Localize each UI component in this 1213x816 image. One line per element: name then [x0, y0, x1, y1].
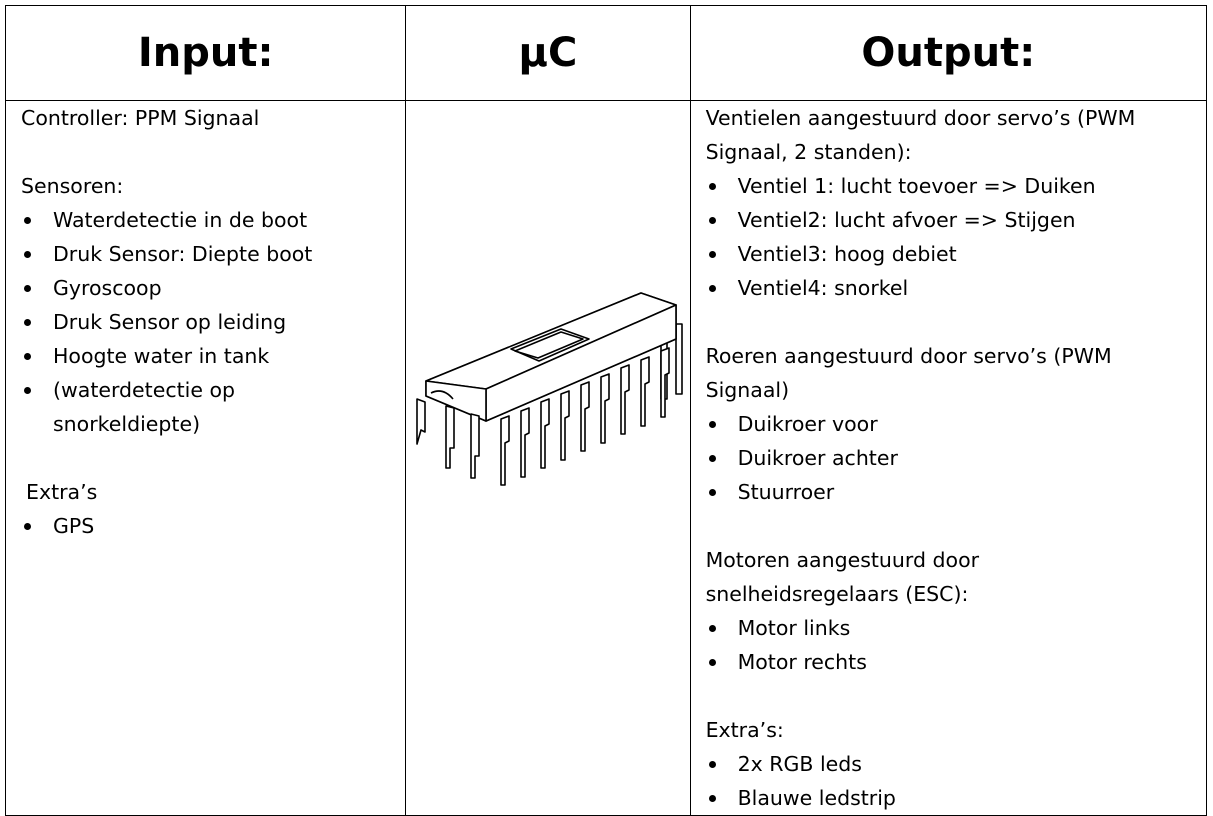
list-item: Duikroer achter [706, 441, 1206, 475]
list-item: Motor rechts [706, 645, 1206, 679]
list-item: (waterdetectie op snorkeldiepte) [21, 373, 293, 441]
header-row: Input: µC Output: [4, 5, 1208, 101]
input-extras-title: Extra’s [26, 480, 98, 504]
input-cell: Controller: PPM Signaal Sensoren: Waterd… [4, 100, 407, 816]
output-cell: Ventielen aangestuurd door servo’s (PWM … [689, 100, 1208, 816]
list-item: Motor links [706, 611, 1206, 645]
list-item: 2x RGB leds [706, 747, 1206, 781]
list-item: Waterdetectie in de boot [21, 203, 405, 237]
list-item: Druk Sensor op leiding [21, 305, 405, 339]
rudders-title: Roeren aangestuurd door servo’s (PWM Sig… [705, 344, 1112, 402]
header-output: Output: [689, 5, 1208, 101]
dip-chip-icon [416, 292, 684, 486]
io-table: Input: µC Output: Controller: PPM Signaa… [4, 5, 1208, 816]
motors-title: Motoren aangestuurd door snelheidsregela… [705, 548, 980, 606]
list-item: GPS [21, 509, 405, 543]
sensors-list: Waterdetectie in de boot Druk Sensor: Di… [21, 203, 405, 441]
valves-title: Ventielen aangestuurd door servo’s (PWM … [705, 106, 1136, 164]
list-item: Ventiel2: lucht afvoer => Stijgen [706, 203, 1206, 237]
list-item: Druk Sensor: Diepte boot [21, 237, 405, 271]
content-row: Controller: PPM Signaal Sensoren: Waterd… [4, 100, 1208, 816]
motors-list: Motor links Motor rechts [706, 611, 1206, 679]
input-extras-list: GPS [21, 509, 405, 543]
header-input: Input: [4, 5, 407, 101]
list-item: Ventiel 1: lucht toevoer => Duiken [706, 169, 1206, 203]
list-item: Hoogte water in tank [21, 339, 405, 373]
sensors-title: Sensoren: [21, 174, 124, 198]
rudders-list: Duikroer voor Duikroer achter Stuurroer [706, 407, 1206, 509]
uc-cell [405, 100, 691, 816]
list-item: Duikroer voor [706, 407, 1206, 441]
list-item: Ventiel4: snorkel [706, 271, 1206, 305]
valves-list: Ventiel 1: lucht toevoer => Duiken Venti… [706, 169, 1206, 305]
list-item: Gyroscoop [21, 271, 405, 305]
header-uc: µC [405, 5, 691, 101]
list-item: Ventiel3: hoog debiet [706, 237, 1206, 271]
output-extras-list: 2x RGB leds Blauwe ledstrip [706, 747, 1206, 815]
list-item: Stuurroer [706, 475, 1206, 509]
controller-text: Controller: PPM Signaal [21, 106, 260, 130]
list-item: Blauwe ledstrip [706, 781, 1206, 815]
output-extras-title: Extra’s: [705, 718, 784, 742]
